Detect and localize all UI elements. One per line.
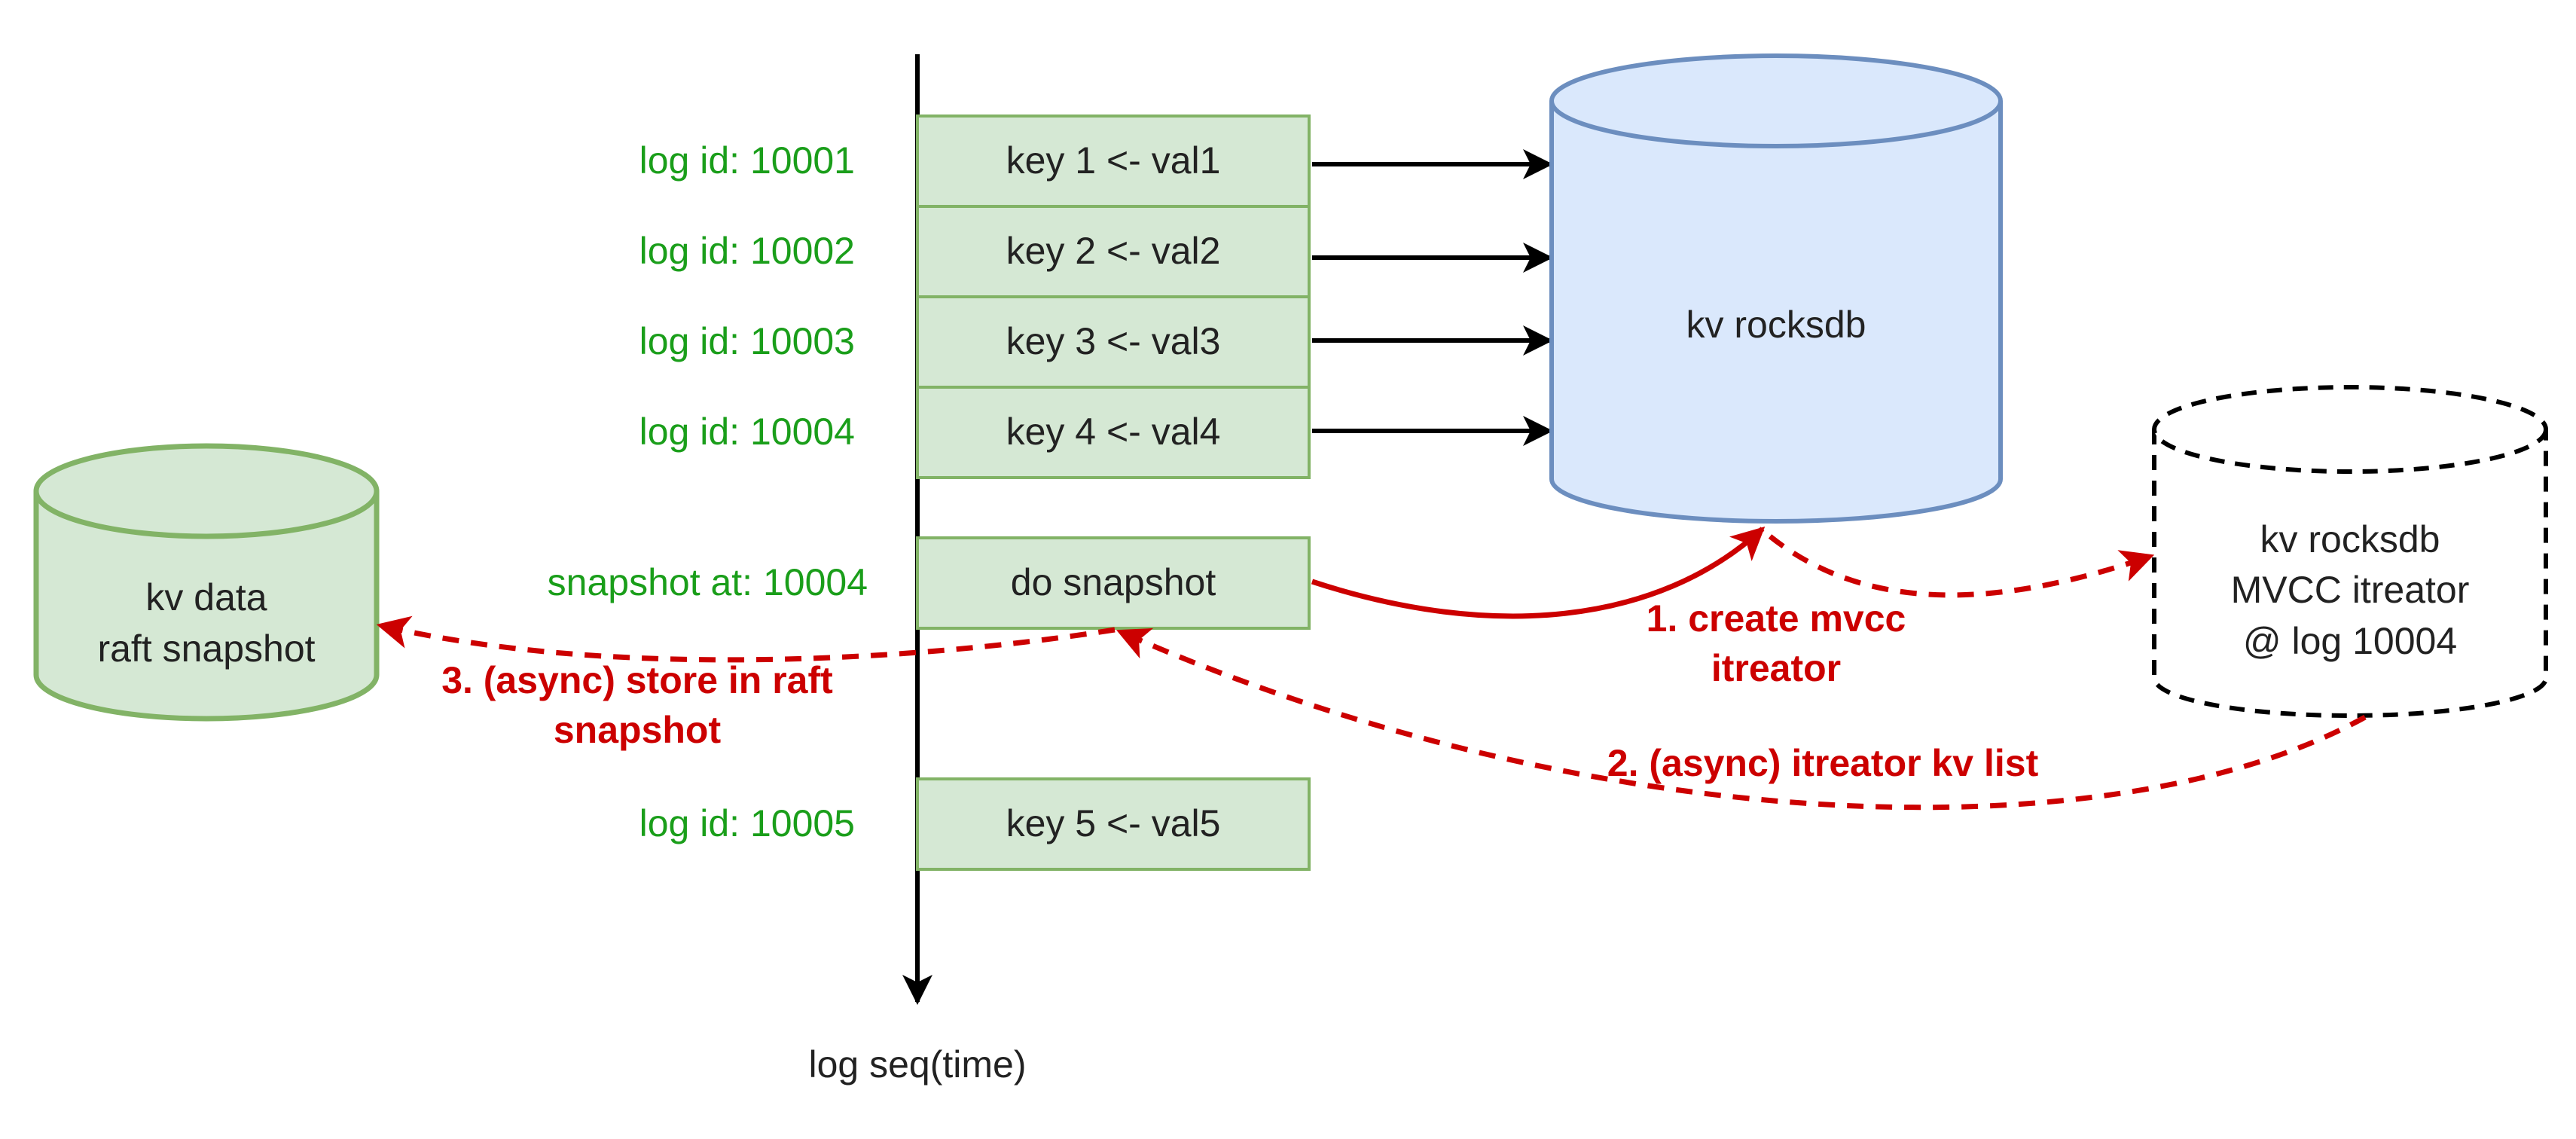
log-entry-2-id: log id: 10002 (639, 230, 855, 272)
snapshot-entry-op: do snapshot (1011, 561, 1216, 603)
log-entry-2: key 2 <- val2 log id: 10002 (639, 205, 1311, 298)
snapshot-db-line2: raft snapshot (97, 628, 315, 670)
step1-label-line2: itreator (1711, 647, 1841, 689)
log-entry-4: key 4 <- val4 log id: 10004 (639, 386, 1311, 479)
step2-arrow (1116, 628, 2367, 811)
iterator-db-cylinder: kv rocksdb MVCC itreator @ log 10004 (2152, 385, 2548, 718)
log-entry-4-op: key 4 <- val4 (1006, 411, 1221, 453)
step2-label: 2. (async) itreator kv list (1607, 742, 2039, 784)
iterator-db-line1: kv rocksdb (2260, 518, 2440, 560)
log-entry-1-op: key 1 <- val1 (1006, 139, 1221, 182)
iterator-db-line3: @ log 10004 (2243, 620, 2457, 662)
main-db-cylinder: kv rocksdb (1549, 53, 2003, 524)
log-entry-5-id: log id: 10005 (639, 802, 855, 844)
log-entry-3: key 3 <- val3 log id: 10003 (639, 295, 1311, 389)
log-entry-4-id: log id: 10004 (639, 411, 855, 453)
snapshot-entry-label: snapshot at: 10004 (548, 561, 868, 603)
step3-label-line1: 3. (async) store in raft (441, 659, 833, 701)
log-entry-1-id: log id: 10001 (639, 139, 855, 182)
log-entry-5-op: key 5 <- val5 (1006, 802, 1221, 844)
step1-label-line1: 1. create mvcc (1647, 597, 1906, 640)
log-entry-1: key 1 <- val1 log id: 10001 (639, 115, 1311, 208)
snapshot-db-line1: kv data (145, 576, 267, 618)
log-entry-3-id: log id: 10003 (639, 320, 855, 362)
snapshot-db-cylinder: kv data raft snapshot (33, 443, 380, 722)
timeline-label: log seq(time) (809, 1043, 1027, 1086)
snapshot-entry: do snapshot snapshot at: 10004 (548, 536, 1311, 630)
iterator-create-arrow (1768, 534, 2155, 598)
log-entry-3-op: key 3 <- val3 (1006, 320, 1221, 362)
step3-label-line2: snapshot (554, 709, 722, 751)
log-entry-2-op: key 2 <- val2 (1006, 230, 1221, 272)
step3-arrow (376, 615, 1116, 663)
main-db-label: kv rocksdb (1686, 304, 1866, 346)
log-entry-5: key 5 <- val5 log id: 10005 (639, 777, 1311, 871)
step1-arrow (1311, 527, 1766, 619)
iterator-db-line2: MVCC itreator (2231, 569, 2470, 611)
